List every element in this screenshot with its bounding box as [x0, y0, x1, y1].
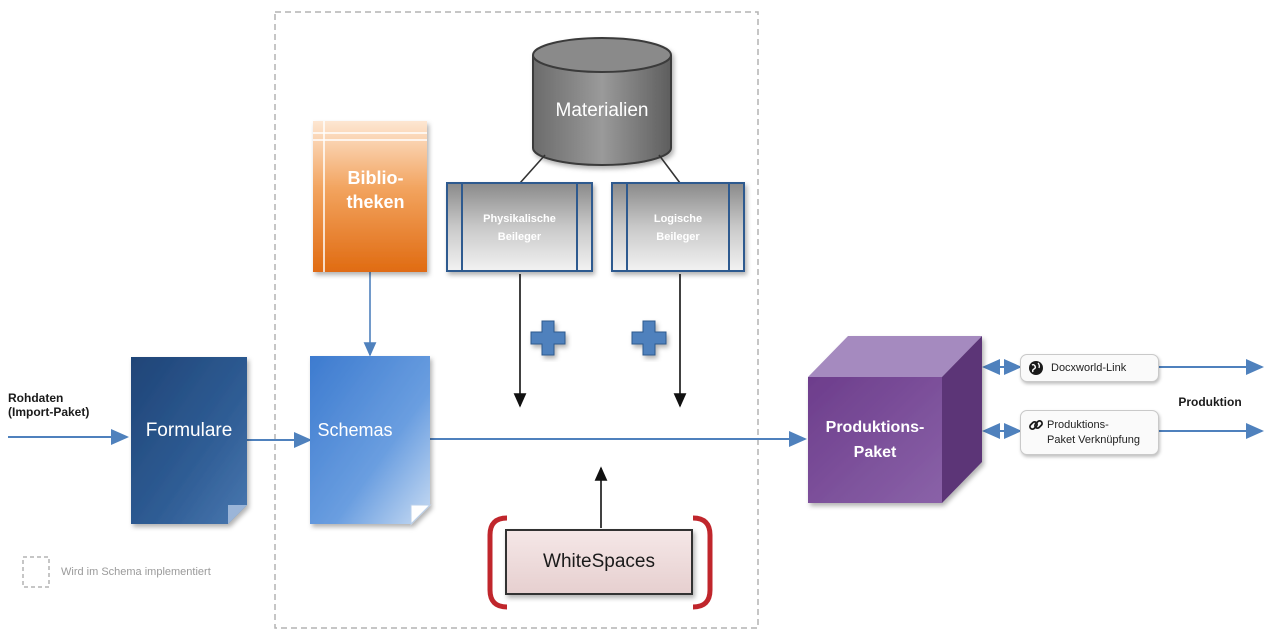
schema-region: [274, 11, 759, 629]
formulare-shape: [131, 357, 247, 524]
produktions-link-label: Produktions- Paket Verknüpfung: [1047, 418, 1140, 446]
chain-link-icon: [1027, 416, 1045, 434]
plus-icon: [631, 320, 667, 356]
logische-label: Logische Beileger: [653, 213, 703, 244]
plus-icon: [530, 320, 566, 356]
produktions-link-button[interactable]: Produktions- Paket Verknüpfung: [1020, 410, 1159, 455]
schemas-shape: [310, 356, 432, 526]
materialien-connector-right: [658, 154, 681, 184]
schemas-label: Schemas: [317, 420, 393, 440]
produktionspaket-label: Produktions- Paket: [825, 419, 925, 461]
input-label: Rohdaten (Import-Paket): [8, 391, 90, 420]
produktionspaket-cube: [808, 336, 982, 503]
output-label: Produktion: [1178, 395, 1242, 409]
physikalische-shape: [446, 182, 593, 272]
whitespaces-box: [505, 529, 693, 595]
bibliotheken-label: Biblio- theken: [346, 168, 405, 213]
logische-shape: [611, 182, 745, 272]
physikalische-label: Physikalische Beileger: [483, 213, 556, 244]
bibliotheken-shape: [313, 121, 427, 272]
docxworld-link-label: Docxworld-Link: [1051, 362, 1127, 374]
globe-icon: [1027, 359, 1045, 377]
materialien-cylinder: [532, 37, 672, 166]
formulare-label: Formulare: [145, 420, 233, 441]
whitespaces-bracket-right: [692, 515, 713, 610]
whitespaces-label: WhiteSpaces: [543, 551, 655, 572]
legend-dashed-square: [22, 556, 50, 588]
legend-label: Wird im Schema implementiert: [61, 566, 211, 578]
materialien-label: Materialien: [555, 100, 649, 121]
docxworld-link-button[interactable]: Docxworld-Link: [1020, 354, 1159, 382]
whitespaces-bracket-left: [487, 515, 508, 610]
materialien-connector-left: [519, 154, 546, 184]
